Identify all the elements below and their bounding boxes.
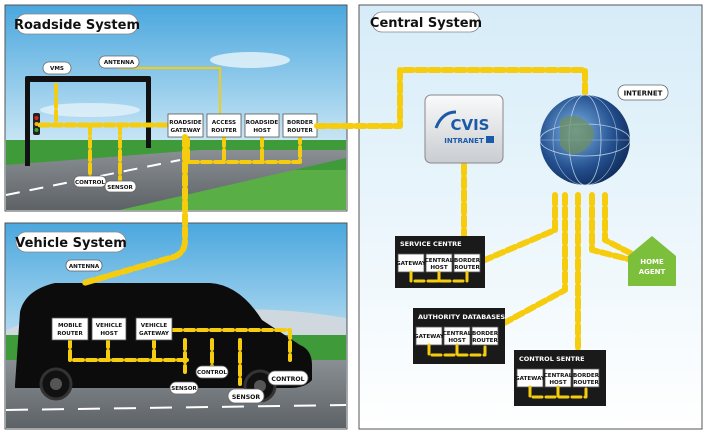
roadside-sensor-label: SENSOR (107, 185, 133, 191)
roadside-antenna-callout: ANTENNA (98, 55, 140, 69)
cvis-intranet-label: INTRANET (444, 137, 484, 145)
control-sentre-unit-1-line-2: HOST (549, 380, 566, 386)
vehicle-control-2-callout: CONTROL (267, 370, 309, 386)
control-sentre: CONTROL SENTRE GATEWAY CENTRAL HOST BORD… (514, 350, 606, 406)
vehicle-unit-2-line-1: VEHICLE (141, 323, 168, 329)
vehicle-unit-0: MOBILE ROUTER (51, 317, 89, 341)
service-centre-unit-1-line-2: HOST (430, 265, 447, 271)
roadside-unit-3-line-2: ROUTER (287, 128, 313, 134)
vehicle-sensor-1-callout: SENSOR (169, 381, 199, 395)
home-agent-line-1: HOME (640, 258, 664, 266)
lock-icon (486, 136, 494, 143)
vehicle-control-2-label: CONTROL (271, 376, 304, 383)
roadside-control-callout: CONTROL (73, 175, 107, 188)
central-title-pill: Central System (370, 11, 482, 33)
service-centre-unit-0: GATEWAY (396, 253, 427, 273)
roadside-unit-0: ROADSIDE GATEWAY (167, 113, 204, 138)
vehicle-unit-1-line-2: HOST (100, 331, 117, 337)
vehicle-panel: ANTENNA MOBILE ROUTER VEHICLE HOST VEHIC… (4, 222, 348, 430)
vehicle-unit-1-line-1: VEHICLE (96, 323, 123, 329)
roadside-sensor-callout: SENSOR (104, 180, 137, 193)
service-centre-unit-2-line-1: BORDER (454, 258, 481, 264)
authority-databases-unit-0-line-1: GATEWAY (414, 334, 445, 340)
service-centre-unit-1: CENTRAL HOST (425, 253, 454, 273)
roadside-control-label: CONTROL (75, 180, 105, 186)
cvis-logo-text: CVIS (450, 116, 489, 134)
vehicle-unit-0-line-2: ROUTER (57, 331, 83, 337)
authority-databases-unit-2: BORDER ROUTER (471, 326, 499, 346)
service-centre-title: SERVICE CENTRE (400, 240, 462, 248)
vehicle-unit-2-line-2: GATEWAY (139, 331, 170, 337)
authority-databases-unit-0: GATEWAY (414, 326, 445, 346)
vehicle-sensor-2-callout: SENSOR (227, 388, 265, 404)
roadside-to-central-pipe (314, 67, 588, 129)
authority-databases-unit-1-line-1: CENTRAL (443, 331, 472, 337)
roadside-antenna-label: ANTENNA (104, 60, 135, 66)
roadside-unit-2: ROADSIDE HOST (244, 113, 280, 138)
roadside-unit-1-line-2: ROUTER (211, 128, 237, 134)
service-centre-unit-2-line-2: ROUTER (454, 265, 480, 271)
vehicle-unit-2: VEHICLE GATEWAY (135, 317, 173, 341)
home-agent-line-2: AGENT (639, 268, 666, 276)
service-centre-unit-0-line-1: GATEWAY (396, 261, 427, 267)
vehicle-unit-0-line-1: MOBILE (58, 323, 82, 329)
control-sentre-unit-0: GATEWAY (515, 368, 546, 388)
cvis-intranet-box: CVIS INTRANET (424, 94, 504, 164)
authority-databases-unit-2-line-2: ROUTER (472, 338, 498, 344)
control-sentre-title: CONTROL SENTRE (519, 355, 585, 363)
roadside-unit-2-line-2: HOST (253, 128, 270, 134)
roadside-panel-title: Roadside System (14, 18, 140, 33)
roadside-unit-1-line-1: ACCESS (212, 120, 236, 126)
control-sentre-unit-2-line-1: BORDER (573, 373, 600, 379)
vehicle-unit-1: VEHICLE HOST (91, 317, 127, 341)
central-panel-title: Central System (370, 16, 482, 31)
traffic-light-icon (33, 113, 40, 135)
home-agent: HOME AGENT (628, 236, 676, 286)
roadside-unit-2-line-1: ROADSIDE (246, 120, 279, 126)
vehicle-control-1-label: CONTROL (197, 370, 227, 376)
authority-databases-title: AUTHORITY DATABASES (418, 313, 505, 321)
roadside-panel: VMS ANTENNA CONTROL SENSOR ROADSIDE GATE… (4, 4, 348, 212)
service-centre-unit-1-line-1: CENTRAL (425, 258, 454, 264)
roadside-unit-1: ACCESS ROUTER (206, 113, 242, 138)
vms-callout: VMS (42, 61, 72, 75)
service-centre-unit-2: BORDER ROUTER (453, 253, 481, 273)
gantry (25, 76, 151, 166)
control-sentre-unit-2-line-2: ROUTER (573, 380, 599, 386)
internet-callout: INTERNET (617, 84, 669, 101)
roadside-unit-3-line-1: BORDER (287, 120, 314, 126)
authority-databases: AUTHORITY DATABASES GATEWAY CENTRAL HOST… (413, 308, 505, 364)
roadside-unit-0-line-1: ROADSIDE (169, 120, 202, 126)
vehicle-sensor-2-label: SENSOR (232, 394, 261, 401)
service-centre: SERVICE CENTRE GATEWAY CENTRAL HOST BORD… (395, 236, 485, 288)
control-sentre-unit-1-line-1: CENTRAL (544, 373, 573, 379)
vms-label: VMS (50, 66, 64, 72)
roadside-unit-0-line-2: GATEWAY (171, 128, 202, 134)
vehicle-panel-title: Vehicle System (15, 236, 127, 251)
control-sentre-unit-1: CENTRAL HOST (544, 368, 573, 388)
control-sentre-unit-0-line-1: GATEWAY (515, 376, 546, 382)
authority-databases-unit-1: CENTRAL HOST (443, 326, 472, 346)
authority-databases-unit-1-line-2: HOST (448, 338, 465, 344)
control-sentre-unit-2: BORDER ROUTER (572, 368, 600, 388)
internet-label: INTERNET (624, 90, 663, 98)
roadside-unit-3: BORDER ROUTER (282, 113, 318, 138)
internet-globe-icon (539, 94, 631, 186)
vehicle-control-1-callout: CONTROL (195, 365, 229, 379)
vehicle-sensor-1-label: SENSOR (171, 386, 197, 392)
vehicle-antenna-callout: ANTENNA (65, 259, 103, 272)
authority-databases-unit-2-line-1: BORDER (472, 331, 499, 337)
roadside-to-vehicle-pipe (81, 134, 188, 286)
vehicle-antenna-label: ANTENNA (69, 264, 100, 270)
